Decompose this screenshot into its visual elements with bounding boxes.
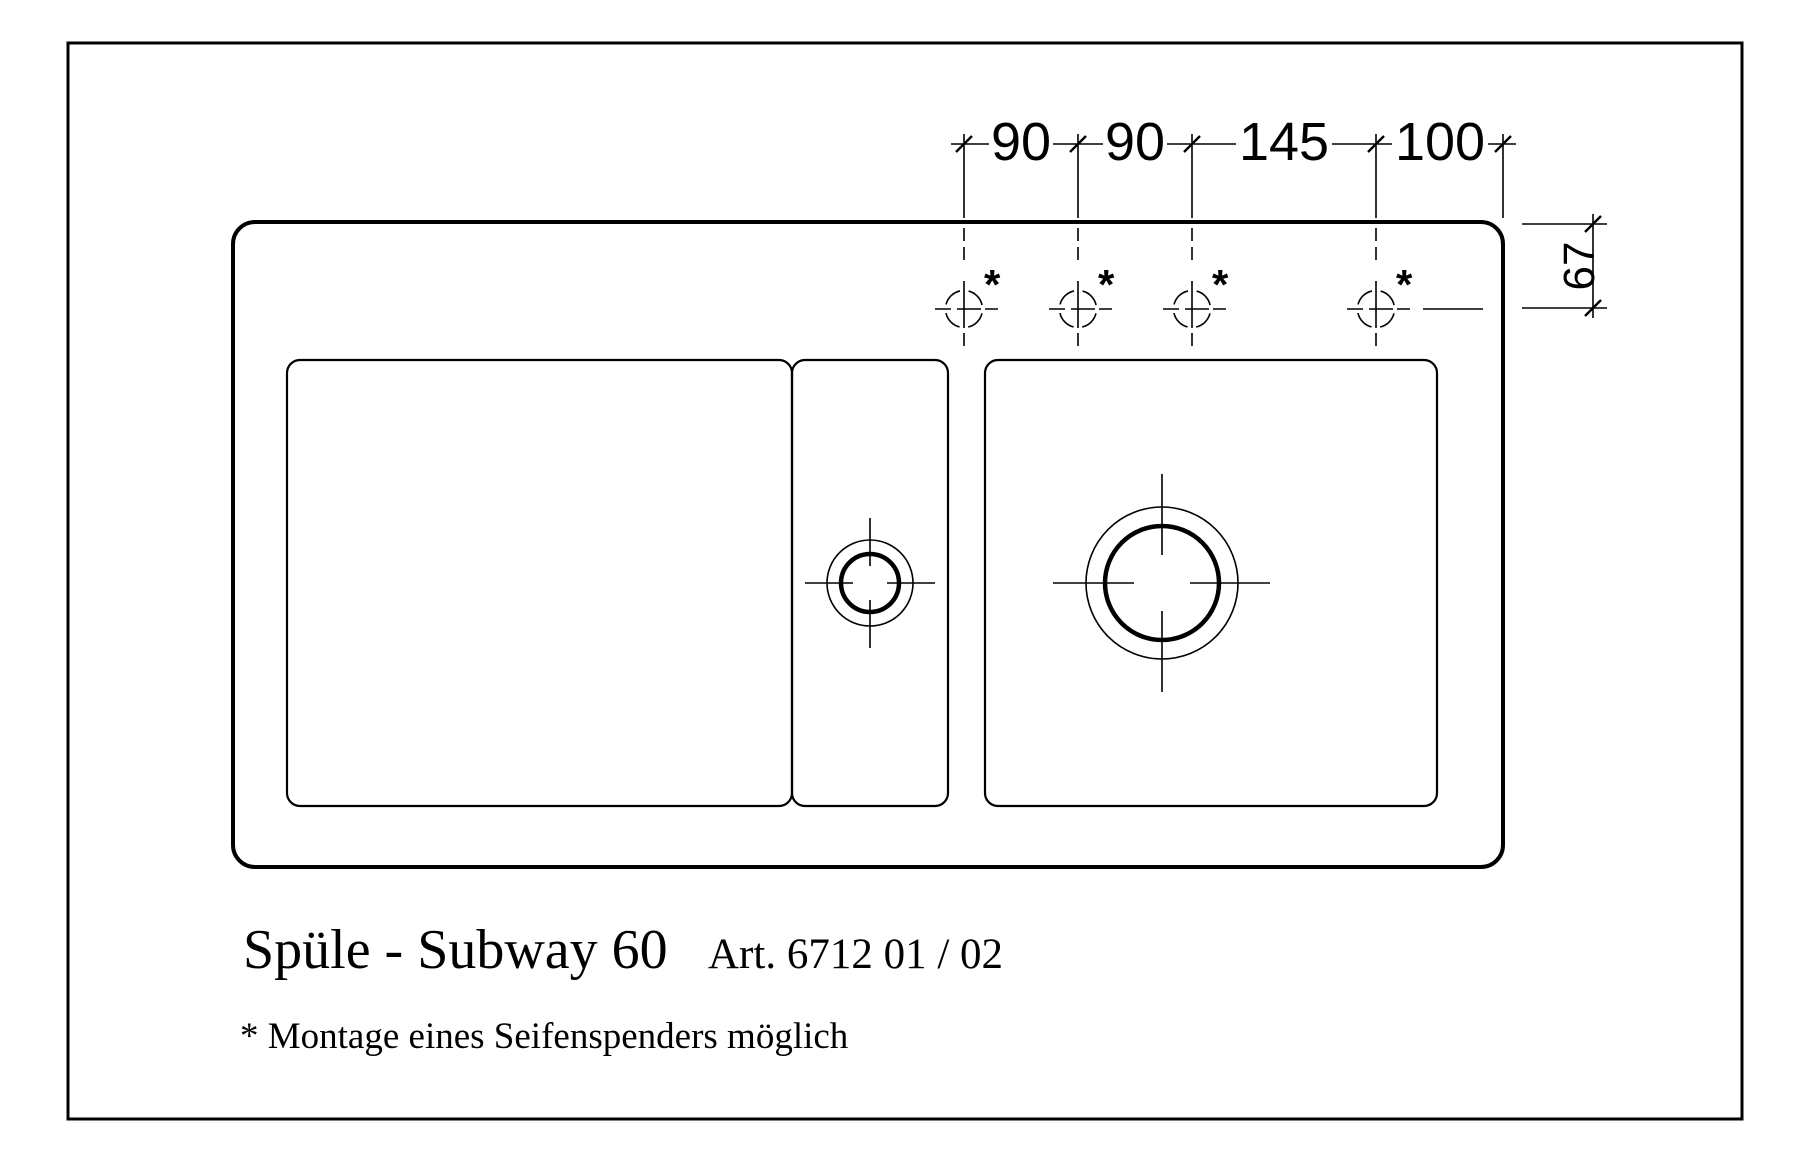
dim-label-90-right: 90 bbox=[1105, 112, 1165, 172]
dim-label-90-left: 90 bbox=[991, 112, 1051, 172]
sink-outline bbox=[231, 220, 1505, 869]
dim-label-100: 100 bbox=[1395, 112, 1485, 172]
dim-label-67: 67 bbox=[1555, 242, 1604, 291]
article-number: Art. 6712 01 / 02 bbox=[708, 931, 1003, 978]
large-drain bbox=[1053, 474, 1270, 692]
tap-hole-markers: * * * * bbox=[984, 261, 1413, 308]
footnote-soap-dispenser: * Montage eines Seifenspenders möglich bbox=[240, 1016, 849, 1057]
top-dimension-ticks bbox=[955, 135, 1512, 153]
small-drain bbox=[805, 518, 935, 648]
tap-holes bbox=[935, 228, 1483, 346]
tap-hole-3 bbox=[1163, 228, 1226, 346]
product-title: Spüle - Subway 60 bbox=[243, 919, 668, 981]
tap-hole-1-asterisk: * bbox=[984, 261, 1001, 308]
tap-hole-1 bbox=[935, 228, 998, 346]
small-drain-centerlines bbox=[805, 518, 935, 648]
tap-hole-4-asterisk: * bbox=[1396, 261, 1413, 308]
middle-basin bbox=[790, 358, 950, 808]
tap-hole-2-asterisk: * bbox=[1098, 261, 1115, 308]
right-basin bbox=[983, 358, 1439, 808]
tap-hole-4 bbox=[1347, 228, 1483, 346]
tap-hole-2-centerlines bbox=[1049, 228, 1112, 346]
left-basin bbox=[285, 358, 794, 808]
top-dimension-line bbox=[951, 134, 1516, 218]
top-dimension-labels: 90 90 145 100 bbox=[991, 112, 1485, 172]
tap-hole-4-centerlines bbox=[1347, 228, 1410, 346]
dim-label-145: 145 bbox=[1239, 112, 1329, 172]
tap-hole-3-asterisk: * bbox=[1212, 261, 1229, 308]
basins bbox=[285, 358, 1439, 808]
tap-hole-2 bbox=[1049, 228, 1112, 346]
sheet-frame-border bbox=[66, 41, 1744, 1121]
tap-hole-1-centerlines bbox=[935, 228, 998, 346]
top-dimension-extension-lines bbox=[963, 134, 1504, 218]
side-dimension-line bbox=[1522, 214, 1607, 318]
large-drain-centerlines bbox=[1053, 474, 1270, 692]
tap-hole-3-centerlines bbox=[1163, 228, 1226, 346]
side-dimension-ticks bbox=[1584, 215, 1602, 317]
